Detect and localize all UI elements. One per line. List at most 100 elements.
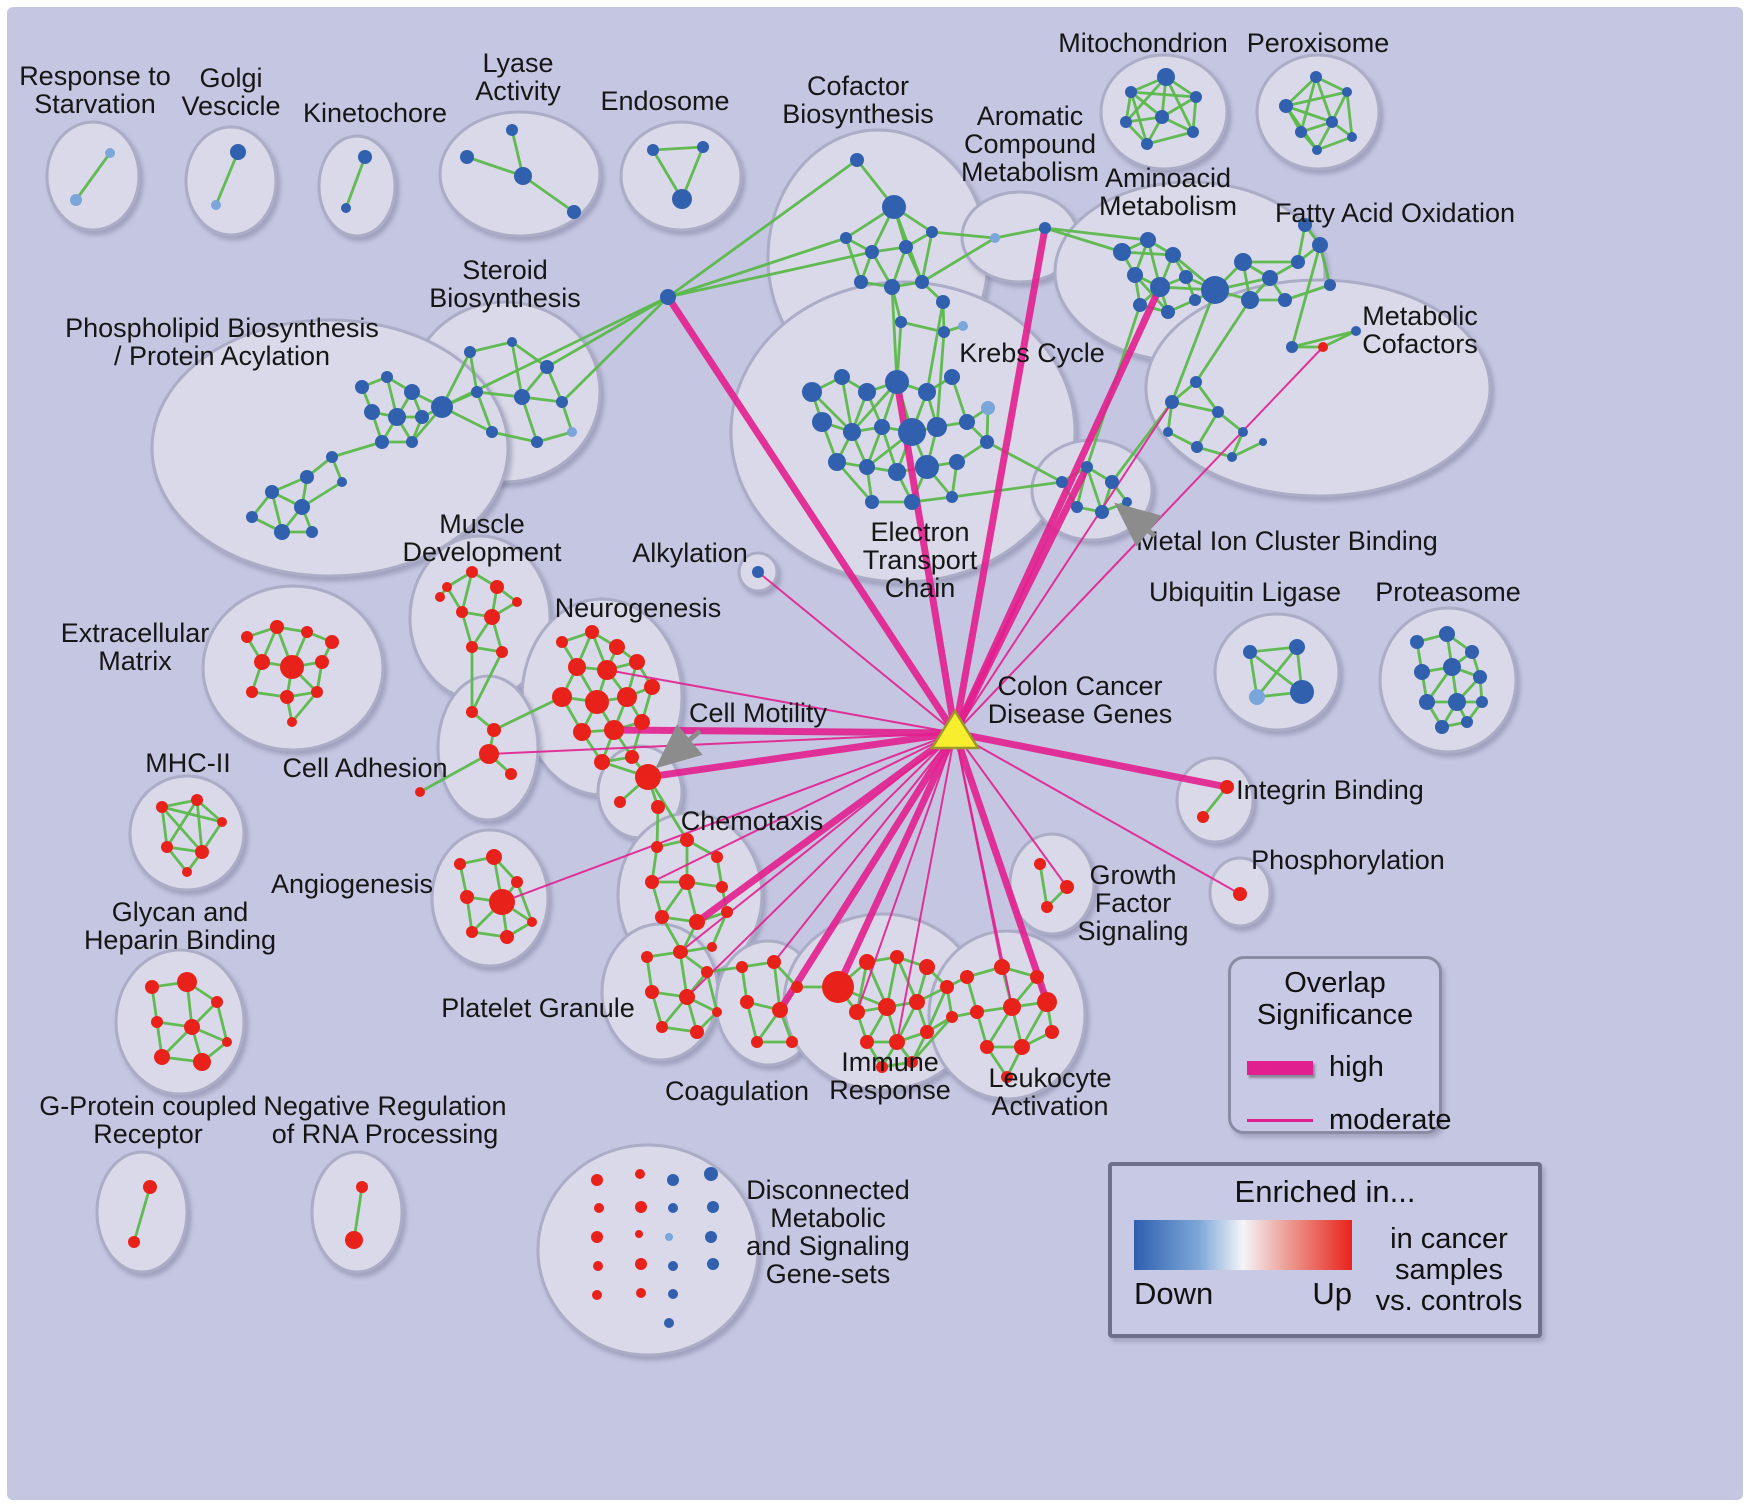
gene-set-node [442, 582, 452, 592]
gene-set-node [585, 625, 599, 639]
gene-overlap-edge [160, 806, 204, 853]
gene-set-node [489, 889, 515, 915]
gene-overlap-edge [705, 971, 719, 1013]
gene-overlap-edge [546, 295, 669, 369]
gene-set-node [460, 150, 474, 164]
gene-set-node [1034, 858, 1046, 870]
cluster-ellipse [317, 134, 397, 238]
gene-overlap-edge [986, 440, 1063, 484]
gene-set-node [464, 346, 476, 358]
gene-overlap-edge [1146, 130, 1194, 146]
gene-set-node [1122, 497, 1132, 507]
gene-set-node [1473, 670, 1487, 684]
gene-set-node [767, 955, 781, 969]
gene-set-node [651, 841, 663, 853]
gene-overlap-edge [920, 231, 934, 283]
gene-set-node [944, 369, 960, 385]
gene-overlap-edge [466, 155, 524, 178]
gene-set-node [1105, 475, 1119, 489]
gene-set-node [1212, 406, 1224, 418]
gene-set-node [990, 233, 1000, 243]
label-kinetochore: Kinetochore [303, 98, 447, 128]
enrichment-gradient-bar [1134, 1220, 1352, 1270]
gene-overlap-edge [667, 250, 873, 299]
gene-set-node [241, 631, 253, 643]
gene-set-node [679, 989, 695, 1005]
gene-overlap-edge [165, 799, 199, 848]
moderate-significance-line-sample [1247, 1119, 1313, 1122]
gene-set-node [1220, 780, 1234, 794]
gene-set-node [1249, 689, 1265, 705]
gene-set-node [487, 723, 501, 737]
disease-overlap-edge-high [613, 726, 956, 737]
gene-set-node [531, 436, 543, 448]
gene-set-node [1259, 438, 1267, 446]
gene-set-node [356, 1181, 368, 1193]
gene-set-node [1243, 645, 1257, 659]
gene-overlap-edge [460, 571, 474, 613]
gene-set-node [568, 658, 586, 676]
gene-set-node [274, 524, 290, 540]
gene-set-node [431, 396, 453, 418]
gene-set-node [484, 609, 500, 625]
gene-set-node [435, 592, 445, 602]
gene-overlap-edge [895, 956, 919, 1003]
gene-set-node [609, 639, 625, 655]
gene-set-node [345, 1231, 363, 1249]
gene-set-node [512, 597, 522, 607]
gene-set-node [701, 966, 713, 978]
enrichment-legend-title: Enriched in... [1234, 1174, 1416, 1209]
gene-set-node [888, 463, 906, 481]
gene-set-node [1324, 279, 1336, 291]
gene-overlap-edge [522, 174, 575, 214]
overlap-legend-title-line1: Overlap [1284, 967, 1386, 999]
gene-set-node [341, 203, 351, 213]
gene-set-node [786, 1036, 798, 1048]
gene-set-node [859, 954, 875, 970]
gene-overlap-edge [1291, 329, 1357, 349]
gene-set-node [859, 459, 875, 475]
gene-set-node [1113, 243, 1131, 261]
cluster-ellipse [150, 318, 510, 578]
gene-set-node [597, 660, 617, 680]
gene-overlap-edge [910, 1016, 954, 1063]
gene-overlap-edge [460, 611, 474, 648]
gene-set-node [865, 245, 879, 259]
gene-set-node [635, 1169, 645, 1179]
layer-disease-overlap-edges [488, 227, 1324, 1043]
gene-set-node [918, 383, 936, 401]
high-significance-label: high [1329, 1051, 1384, 1083]
gene-set-node [300, 470, 314, 484]
gene-set-node [1289, 639, 1305, 655]
gene-set-node [802, 382, 822, 402]
label-peroxisome: Peroxisome [1247, 28, 1390, 58]
gene-overlap-edge [536, 430, 573, 444]
disease-overlap-edge-high [777, 731, 958, 1012]
gene-set-node [1238, 427, 1248, 437]
gene-set-node [466, 641, 478, 653]
gene-set-node [1191, 441, 1203, 453]
gene-set-node [882, 195, 906, 219]
gene-set-node [711, 851, 723, 863]
gene-set-node [1014, 1039, 1030, 1055]
gene-set-node [629, 654, 645, 670]
gene-overlap-edge [1231, 440, 1264, 459]
gene-overlap-edge [195, 799, 204, 853]
gene-set-node [177, 972, 197, 992]
gene-set-node [1189, 294, 1201, 306]
moderate-significance-label: moderate [1329, 1104, 1452, 1136]
enrichment-up-label: Up [1312, 1276, 1352, 1311]
gene-overlap-edge [840, 376, 854, 433]
gene-set-node [1150, 277, 1170, 297]
gene-set-node [899, 240, 913, 254]
gene-set-node [287, 717, 297, 727]
gene-set-node [254, 654, 270, 670]
gene-overlap-edge [855, 961, 869, 1013]
gene-set-node [506, 124, 518, 136]
gene-set-node [591, 1174, 603, 1186]
gene-set-node [454, 858, 466, 870]
gene-set-node [625, 750, 639, 764]
